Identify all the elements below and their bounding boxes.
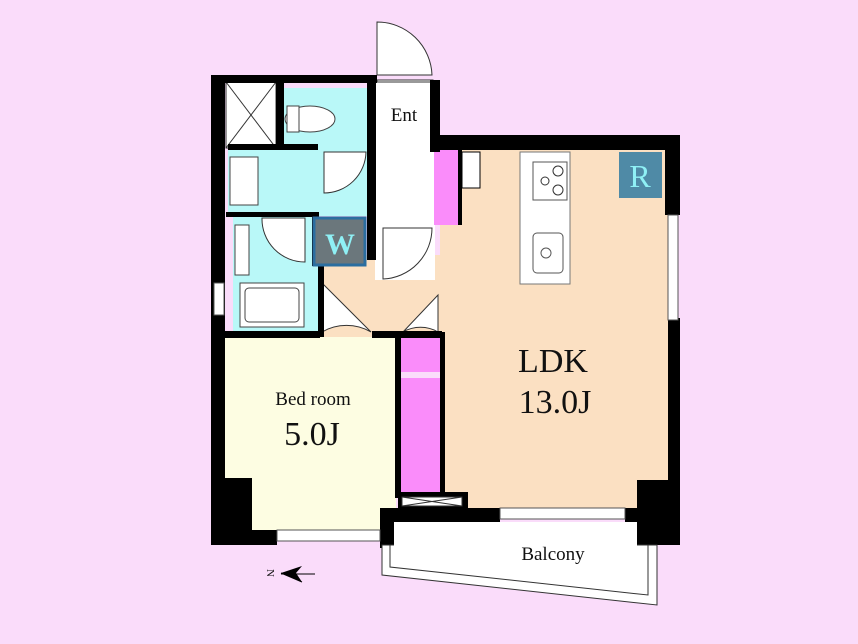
bedroom-name-label: Bed room [275,389,351,410]
window-ldk-balcony [499,507,626,520]
refrigerator-badge-label: R [629,158,651,194]
toilet-door-icon [323,151,367,194]
doors [261,21,439,333]
north-arrow-icon: N [264,566,315,583]
kitchen-counter [519,151,571,285]
washer-badge: W [312,216,367,267]
wash-door-icon [261,217,306,263]
bedroom-floor [224,337,396,530]
ldk-name-label: LDK [518,343,588,380]
bedroom-size-label: 5.0J [284,416,340,453]
closets [400,145,481,492]
ldk-size-label: 13.0J [519,384,592,421]
windows [213,214,679,542]
window-bedroom [276,529,381,542]
window-ldk-right [667,214,679,321]
balcony [381,522,658,606]
pipe-space [461,151,481,189]
washer-badge-label: W [325,228,355,261]
window-bath [213,282,225,316]
closet-upper [400,338,440,372]
sink-icon [532,232,564,274]
entrance-label: Ent [391,105,418,126]
refrigerator-badge: R [619,152,662,198]
fixtures [229,105,336,328]
north-label: N [264,569,276,577]
balcony-label: Balcony [521,544,585,565]
entrance-door-icon [376,21,433,76]
closet-lower [400,378,440,492]
hall-door-icon [382,227,433,280]
wash-basin-icon [229,156,259,206]
closet-entrance [434,145,458,225]
